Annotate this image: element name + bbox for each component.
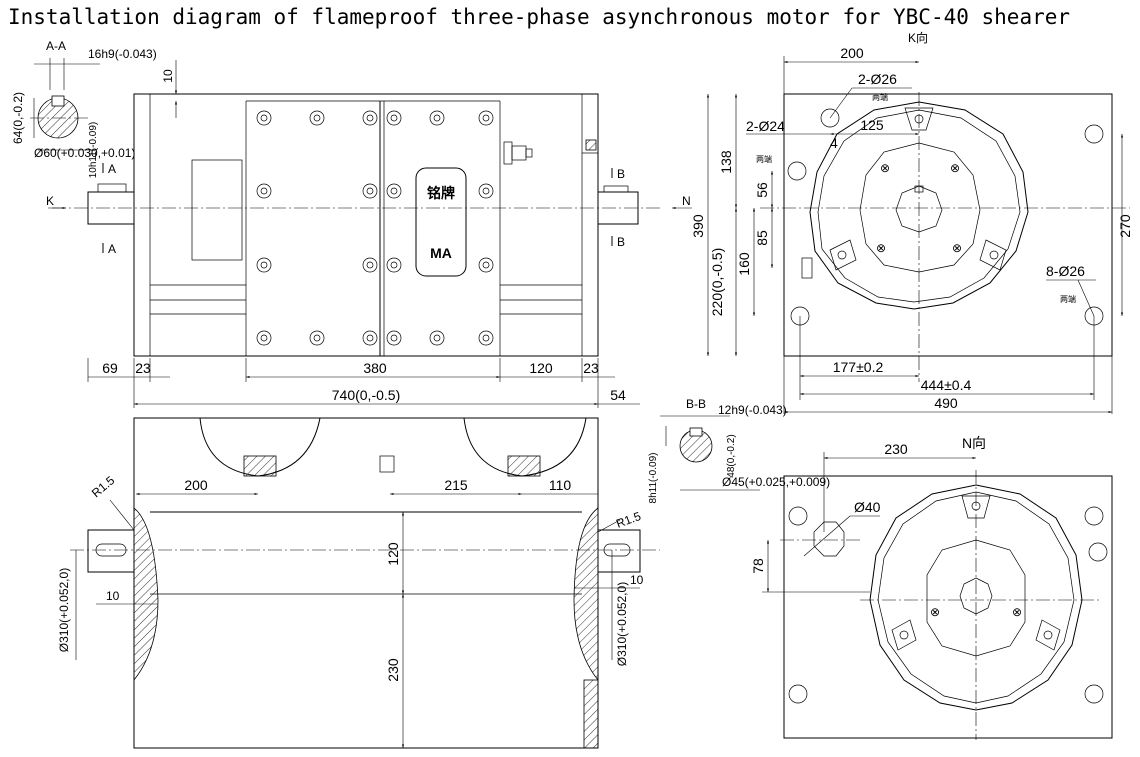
dim-160: 160 [736,252,752,276]
dim-380: 380 [363,360,387,376]
ma-label: MA [430,245,452,261]
dim-138: 138 [718,150,734,174]
dim-110: 110 [549,477,572,493]
dim-200-side: 200 [840,45,864,61]
holes-2x24: 2-Ø24 [746,118,785,134]
dim-120-bottom: 120 [385,542,401,566]
both-ends-note-3: 两端 [1060,294,1076,304]
r15-left: R1.5 [89,473,118,500]
dim-177: 177±0.2 [833,359,884,375]
dim-125: 125 [860,117,884,133]
b-marker-top: B [617,167,625,181]
dia-310-right: Ø310(+0.052,0) [615,582,629,666]
side-view-k: ⊗ ⊗ ⊗ ⊗ N K向 200 2-Ø26 两端 2-Ø24 两端 125 4… [672,30,1133,414]
a-marker-bottom: A [108,242,116,256]
holes-8x26: 8-Ø26 [1046,263,1085,279]
k-direction-label: K [46,194,54,208]
dim-10-top: 10 [161,69,175,83]
key-10h11: 10h11(-0.09) [88,122,99,179]
section-aa: A-A 16h9(-0.043) 64(0,-0.2) Ø60(+0.030,+… [11,39,157,178]
key-48: 48(0,-0.2) [726,434,737,477]
dim-56: 56 [754,182,770,198]
marker-x-4: ⊗ [952,241,962,255]
marker-x-5: ⊗ [930,605,940,619]
dim-85: 85 [754,230,770,246]
both-ends-note-1: 两端 [872,92,888,102]
view-n: ⊗ ⊗ N向 230 Ø40 78 [750,435,1113,740]
dim-23-right: 23 [583,360,599,376]
marker-x-1: ⊗ [880,161,890,175]
dim-444: 444±0.4 [921,377,972,393]
nameplate-box [415,167,467,277]
dim-215: 215 [444,477,468,493]
nameplate-label: 铭牌 [427,185,455,201]
dim-4: 4 [830,135,838,151]
dim-490: 490 [934,395,958,411]
section-bb-label: B-B [686,397,706,411]
dim-230-bottom: 230 [385,658,401,682]
b-marker-bottom: B [617,235,625,249]
dim-220: 220(0,-0.5) [709,248,725,316]
dim-54: 54 [610,387,626,403]
dim-230-n: 230 [884,441,908,457]
dim-390: 390 [690,214,706,238]
a-marker-top: A [108,162,116,176]
dia-310-left: Ø310(+0.052,0) [57,568,71,652]
section-bb: B-B 12h9(-0.043) 8h11(-0.09) 48(0,-0.2) … [648,397,830,503]
dim-10-left: 10 [106,589,120,603]
dim-69: 69 [102,360,118,376]
marker-x-3: ⊗ [876,241,886,255]
front-view: 铭牌 MA K A A B B 10 69 23 380 [46,60,660,408]
bottom-view: 200 215 110 R1.5 R1.5 120 230 10 10 Ø310… [57,417,660,749]
keyway-16h9: 16h9(-0.043) [88,47,157,61]
k-direction-view-label: K向 [908,30,928,45]
dim-23-left: 23 [135,360,151,376]
dim-78: 78 [750,558,766,574]
r15-right: R1.5 [614,509,643,531]
holes-2x26: 2-Ø26 [858,71,897,87]
marker-x-2: ⊗ [950,161,960,175]
dim-10-right: 10 [630,573,644,587]
marker-x-6: ⊗ [1012,605,1022,619]
dim-270: 270 [1117,214,1133,238]
both-ends-note-2: 两端 [756,154,772,164]
n-direction-label: N [682,194,691,208]
shaft-dia-45: Ø45(+0.025,+0.009) [722,475,830,489]
dim-120: 120 [529,360,553,376]
section-aa-label: A-A [46,39,66,53]
keyway-12h9: 12h9(-0.043) [718,403,787,417]
dim-200-bottom: 200 [184,477,208,493]
key-height-64: 64(0,-0.2) [11,92,25,144]
shaft-dia-60: Ø60(+0.030,+0.01) [34,146,135,160]
n-direction-view-label: N向 [962,435,986,451]
hole-40: Ø40 [854,499,881,515]
dim-740: 740(0,-0.5) [332,387,400,403]
page-title: Installation diagram of flameproof three… [8,5,1071,29]
key-8h11: 8h11(-0.09) [648,453,659,504]
bolt-holes-front [256,110,494,346]
